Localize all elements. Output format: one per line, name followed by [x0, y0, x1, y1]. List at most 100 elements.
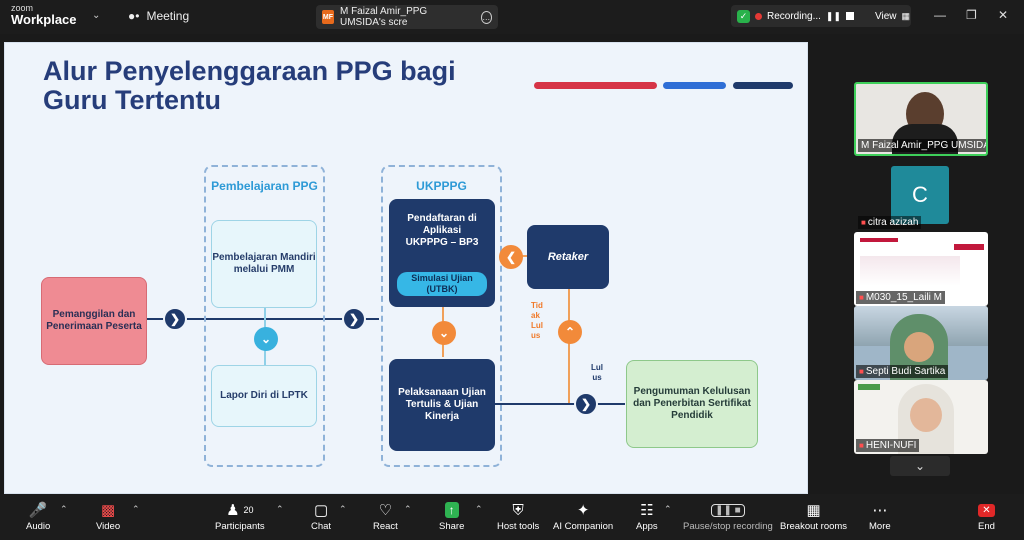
view-button[interactable]: View	[875, 10, 897, 22]
video-tile-presenter[interactable]: M Faizal Amir_PPG UMSIDA	[854, 82, 988, 156]
pause-stop-label: Pause/stop recording	[683, 521, 773, 532]
accent-bar-blue	[663, 82, 726, 89]
chevron-down-icon: ⌄	[254, 327, 278, 351]
participant-name-heni: ■HENI-NUFI	[856, 439, 920, 452]
host-tools-label: Host tools	[497, 521, 540, 532]
more-options-icon[interactable]: …	[480, 10, 492, 24]
chevron-up-icon[interactable]: ⌃	[404, 504, 412, 514]
background-logo	[858, 384, 880, 390]
minimize-icon[interactable]: —	[934, 8, 946, 22]
end-label: End	[978, 521, 995, 532]
group-ukpppg: UKPPPG	[381, 165, 502, 467]
view-grid-icon[interactable]: ▦	[901, 10, 911, 21]
breakout-rooms-button[interactable]: ▦ Breakout rooms	[780, 499, 847, 532]
participant-name: HENI-NUFI	[865, 440, 917, 451]
box-retaker: Retaker	[527, 225, 609, 289]
video-off-icon: ▩	[100, 502, 116, 519]
participants-button[interactable]: ♟20 Participants	[215, 499, 265, 532]
apps-button[interactable]: ☷ Apps	[636, 499, 658, 532]
ai-companion-button[interactable]: ✦ AI Companion	[553, 499, 613, 532]
participant-name: M Faizal Amir_PPG UMSIDA	[858, 139, 986, 152]
restore-icon[interactable]: ❐	[966, 8, 977, 22]
sparkle-icon: ✦	[576, 502, 590, 519]
more-button[interactable]: ⋯ More	[869, 499, 891, 532]
recording-pill: ✓ Recording... ❚❚ View ▦	[731, 5, 911, 27]
end-button[interactable]: ✕ End	[978, 499, 995, 532]
host-tools-button[interactable]: ⛨ Host tools	[497, 499, 540, 533]
mic-off-icon: ■	[859, 367, 864, 376]
pause-stop-recording-button[interactable]: ❚❚ ■ Pause/stop recording	[683, 499, 773, 532]
slide-title-line1: Alur Penyelenggaraan PPG bagi	[43, 56, 456, 86]
box-pengumuman: Pengumuman Kelulusan dan Penerbitan Sert…	[626, 360, 758, 448]
share-button[interactable]: ↑ Share	[439, 499, 464, 532]
chevron-up-icon[interactable]: ⌃	[339, 504, 347, 514]
heart-icon: ♡	[378, 502, 393, 519]
chevron-up-icon[interactable]: ⌃	[475, 504, 483, 514]
more-icon: ⋯	[872, 502, 888, 519]
breakout-rooms-icon: ▦	[806, 502, 821, 519]
chevron-up-icon[interactable]: ⌃	[132, 504, 140, 514]
participant-name-citra: ■citra azizah	[858, 216, 922, 229]
video-tile-septi[interactable]: ■Septi Budi Sartika	[854, 306, 988, 380]
chat-button[interactable]: ▢ Chat	[311, 499, 331, 532]
close-icon[interactable]: ✕	[998, 8, 1009, 22]
gallery-scroll-down-button[interactable]: ⌄	[890, 456, 950, 476]
react-button[interactable]: ♡ React	[373, 499, 398, 532]
chevron-right-icon: ❯	[342, 307, 366, 331]
end-icon: ✕	[978, 499, 995, 521]
share-tab-title: M Faizal Amir_PPG UMSIDA's scre	[339, 6, 428, 28]
audio-button[interactable]: 🎤 Audio	[26, 499, 50, 532]
recording-label: Recording...	[767, 10, 821, 22]
slide-title-line2: Guru Tertentu	[43, 85, 221, 115]
video-button[interactable]: ▩ Video	[96, 499, 120, 532]
slide-title: Alur Penyelenggaraan PPG bagi Guru Terte…	[43, 57, 456, 115]
chevron-right-icon: ❯	[574, 392, 598, 416]
stop-icon[interactable]	[846, 12, 855, 20]
chevron-up-icon[interactable]: ⌃	[664, 504, 672, 514]
participant-face	[910, 398, 942, 432]
avatar[interactable]: C	[891, 166, 949, 224]
mic-muted-icon: 🎤	[28, 502, 48, 519]
share-screen-icon: ↑	[444, 499, 459, 521]
chevron-down-icon[interactable]: ⌄	[92, 10, 101, 21]
participant-face	[904, 332, 934, 362]
mic-off-icon: ■	[861, 218, 866, 227]
chevron-up-icon[interactable]: ⌃	[276, 504, 284, 514]
video-tile-laili[interactable]: ■M030_15_Laili M	[854, 232, 988, 306]
chevron-up-icon[interactable]: ⌃	[60, 504, 68, 514]
video-label: Video	[96, 521, 121, 532]
video-tile-heni[interactable]: ■HENI-NUFI	[854, 380, 988, 454]
group-label-ukpppg: UKPPPG	[416, 179, 467, 193]
box-pemanggilan: Pemanggilan dan Penerimaan Peserta	[41, 277, 147, 365]
apps-label: Apps	[636, 521, 658, 532]
chevron-up-icon: ⌃	[558, 320, 582, 344]
participant-count: 20	[243, 505, 254, 515]
screen-share-tab[interactable]: MF M Faizal Amir_PPG UMSIDA's scre …	[316, 5, 498, 29]
chat-icon: ▢	[313, 502, 329, 519]
participant-name-septi: ■Septi Budi Sartika	[856, 365, 949, 378]
shield-icon[interactable]: ✓	[737, 9, 750, 23]
meeting-label: Meeting	[146, 9, 190, 23]
chevron-left-icon: ❮	[499, 245, 523, 269]
mic-off-icon: ■	[859, 441, 864, 450]
pause-stop-icon: ❚❚ ■	[711, 499, 745, 521]
fail-label: Tid ak Lul us	[531, 301, 543, 340]
paw-icon: ●•	[128, 9, 140, 23]
meeting-toolbar: 🎤 Audio ⌃ ▩ Video ⌃ ♟20 Participants ⌃ ▢…	[0, 494, 1024, 540]
share-label: Share	[439, 521, 465, 532]
accent-bar-navy	[733, 82, 793, 89]
audio-label: Audio	[26, 521, 51, 532]
connector-line	[495, 403, 625, 405]
participant-gallery: M Faizal Amir_PPG UMSIDA C ■citra azizah…	[818, 34, 1024, 494]
more-label: More	[869, 521, 891, 532]
group-label-pembelajaran: Pembelajaran PPG	[211, 179, 318, 193]
participant-name: Septi Budi Sartika	[865, 366, 946, 377]
pause-icon[interactable]: ❚❚	[825, 10, 842, 21]
pill-simulasi-ujian: Simulasi Ujian (UTBK)	[397, 272, 487, 296]
participant-name: citra azizah	[867, 217, 919, 228]
react-label: React	[373, 521, 398, 532]
participant-name: M030_15_Laili M	[865, 292, 943, 303]
brand-bottom: Workplace	[11, 12, 77, 27]
meeting-menu[interactable]: ●• Meeting	[128, 9, 189, 23]
breakout-label: Breakout rooms	[780, 521, 848, 532]
